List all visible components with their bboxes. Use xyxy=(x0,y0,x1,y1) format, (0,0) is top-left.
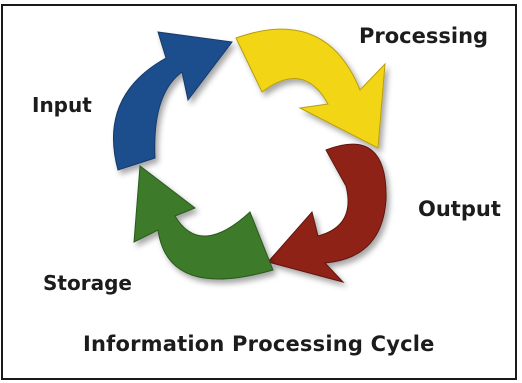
processing-arrow xyxy=(235,28,386,149)
diagram-caption: Information Processing Cycle xyxy=(83,332,435,356)
input-label: Input xyxy=(32,93,92,117)
storage-label: Storage xyxy=(43,271,132,295)
storage-arrow xyxy=(133,165,274,280)
output-label: Output xyxy=(418,197,501,221)
processing-label: Processing xyxy=(359,24,489,48)
output-arrow xyxy=(267,143,387,283)
input-arrow xyxy=(113,31,233,171)
